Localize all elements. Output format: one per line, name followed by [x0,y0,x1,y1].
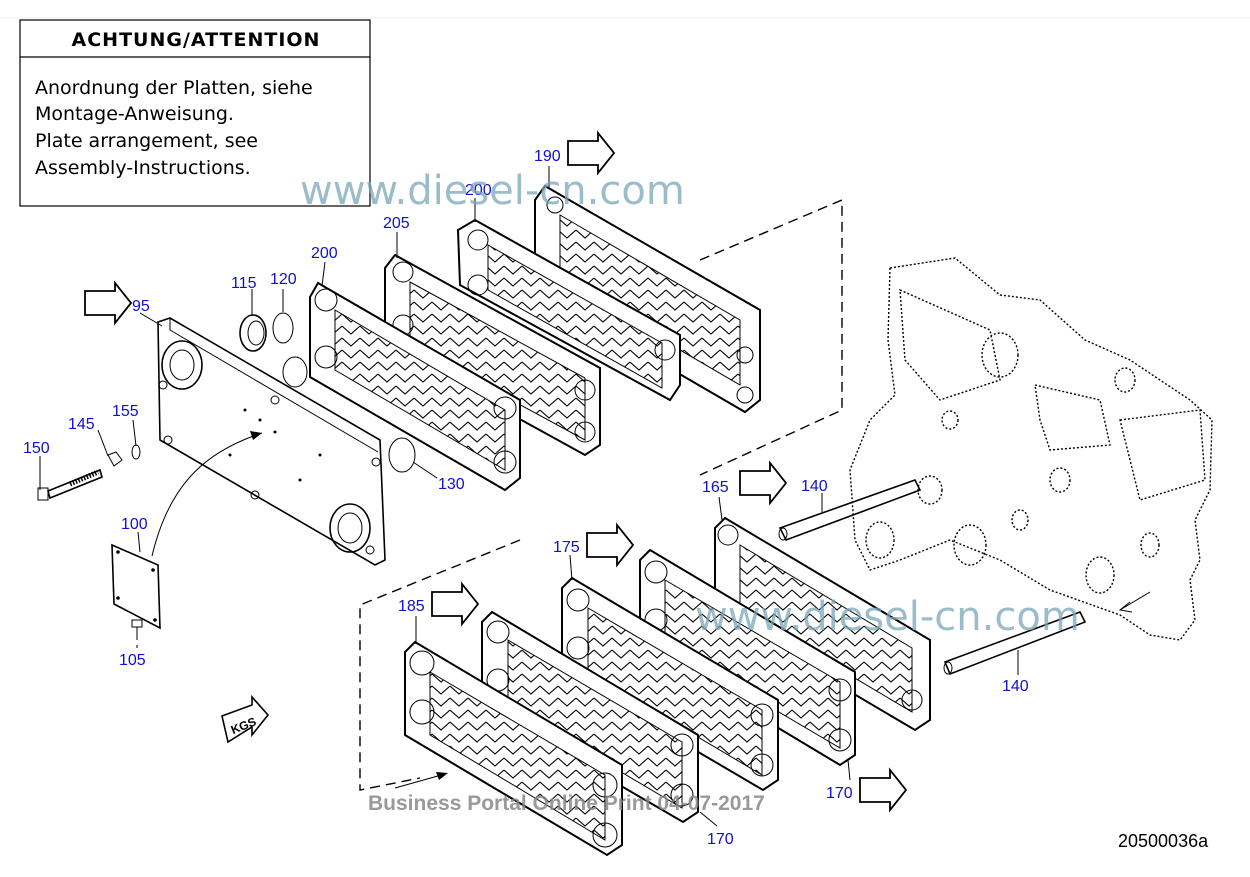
callout-165: 165 [702,479,729,496]
attention-notice: ACHTUNG/ATTENTION Anordnung der Platten,… [19,19,371,207]
guide-rod-140-bottom [943,611,1087,676]
notice-title: ACHTUNG/ATTENTION [72,29,321,51]
washer-155 [131,444,141,460]
callout-155: 155 [112,403,139,420]
callout-190: 190 [534,148,561,165]
callout-95: 95 [132,298,150,315]
watermark-bottom: www.diesel-cn.com [695,594,1080,640]
callout-170-bottom: 170 [707,831,734,848]
portal-print-stamp: Business Portal Online Print 04-07-2017 [368,792,765,815]
notice-line-2: Montage-Anweisung. [35,103,234,125]
callout-175: 175 [553,539,580,556]
callout-105: 105 [119,652,146,669]
assembly-outline-lower [359,539,521,791]
nut-145 [107,451,123,467]
engine-block-outline [849,257,1213,641]
callout-185: 185 [398,598,425,615]
callout-150: 150 [23,440,50,457]
callout-115: 115 [231,275,257,292]
heat-exchanger-plate-200-top [456,218,681,402]
notice-line-1: Anordnung der Platten, siehe [35,77,313,99]
heat-exchanger-plate-205 [384,253,601,457]
direction-arrow-95 [84,282,132,324]
insertion-arrow [394,772,448,789]
direction-arrow-185 [431,583,479,625]
o-ring-130 [388,437,416,473]
heat-exchanger-plate-190 [534,184,761,414]
heat-exchanger-plate-175 [561,576,779,792]
leader-lines [39,166,1019,827]
direction-arrow-190 [567,132,615,174]
direction-arrow-170 [859,769,907,811]
heat-exchanger-plate-200 [309,281,521,492]
heat-exchanger-plate-185 [404,640,623,857]
direction-arrow-165 [739,462,787,504]
callout-120: 120 [270,271,297,288]
frame-plate-95 [157,317,386,566]
drawing-number: 20500036a [1118,831,1209,851]
guide-rod-140-top [778,479,922,542]
watermark-top: www.diesel-cn.com [300,168,685,214]
callout-145: 145 [68,416,95,433]
callout-170-right: 170 [826,785,853,802]
heat-exchanger-plate-185-mid [481,610,699,824]
callout-130: 130 [438,476,465,493]
callout-140-top: 140 [801,478,828,495]
assembly-outline-upper [699,198,843,476]
sealing-ring-115 [239,314,267,352]
callout-100: 100 [121,516,148,533]
callout-205: 205 [383,215,410,232]
direction-arrow-175 [586,524,634,566]
screw-105 [131,619,143,640]
heat-exchanger-plate-170-right [639,548,856,767]
bolt-150 [37,468,103,501]
kgs-badge: KGS [221,694,270,744]
notice-line-3: Plate arrangement, see [35,130,258,152]
heat-exchanger-plate-165 [714,516,931,732]
o-ring-120 [272,312,308,388]
cover-plate-100 [111,431,263,630]
callout-140-bottom: 140 [1002,678,1029,695]
callout-200: 200 [311,245,338,262]
notice-line-4: Assembly-Instructions. [35,157,251,179]
callout-200-top: 200 [465,182,492,199]
